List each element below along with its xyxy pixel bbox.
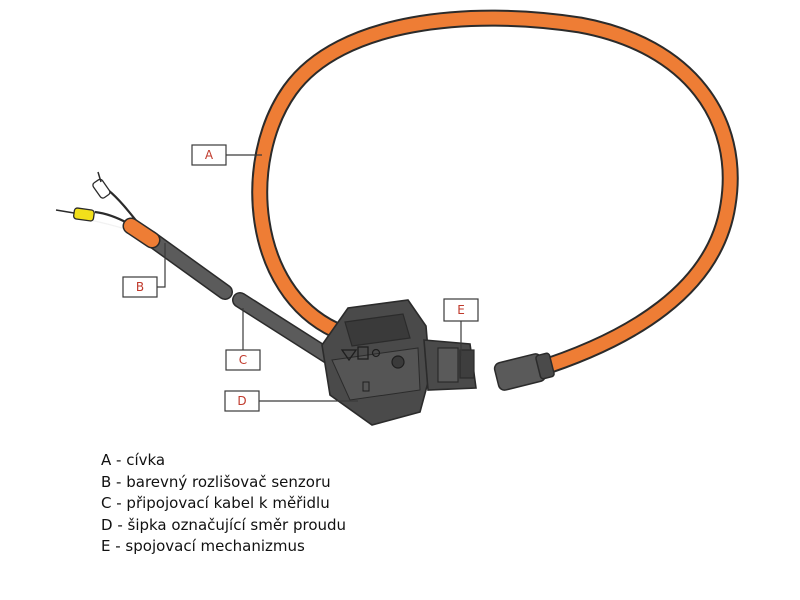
wire-ferrule-white xyxy=(92,171,111,199)
legend-item-e: E - spojovací mechanizmus xyxy=(101,537,305,555)
color-identifier-sleeve xyxy=(122,217,161,249)
cable-upper-segment xyxy=(142,230,233,300)
connector-housing xyxy=(321,299,431,426)
callout-e-label: E xyxy=(457,303,465,317)
wire-ferrule-yellow xyxy=(55,207,95,222)
callout-c-label: C xyxy=(239,353,247,367)
callout-a: A xyxy=(191,144,262,166)
legend: A - cívka B - barevný rozlišovač senzoru… xyxy=(101,450,346,558)
callout-b: B xyxy=(122,243,166,298)
legend-item-b: B - barevný rozlišovač senzoru xyxy=(101,472,331,491)
callout-e: E xyxy=(443,298,479,356)
coil-end-plug xyxy=(493,352,555,391)
legend-item-a: A - cívka xyxy=(101,451,166,469)
cable-lower-segment xyxy=(232,292,336,364)
legend-item-c: C - připojovací kabel k měřidlu xyxy=(101,494,330,512)
coupling-mechanism xyxy=(423,339,477,391)
callout-a-label: A xyxy=(205,148,214,162)
callout-c: C xyxy=(225,308,261,371)
callout-d: D xyxy=(224,390,358,412)
callout-d-label: D xyxy=(237,394,246,408)
legend-item-d: D - šipka označující směr proudu xyxy=(101,515,347,534)
callout-b-label: B xyxy=(136,280,144,294)
coil xyxy=(251,9,739,379)
